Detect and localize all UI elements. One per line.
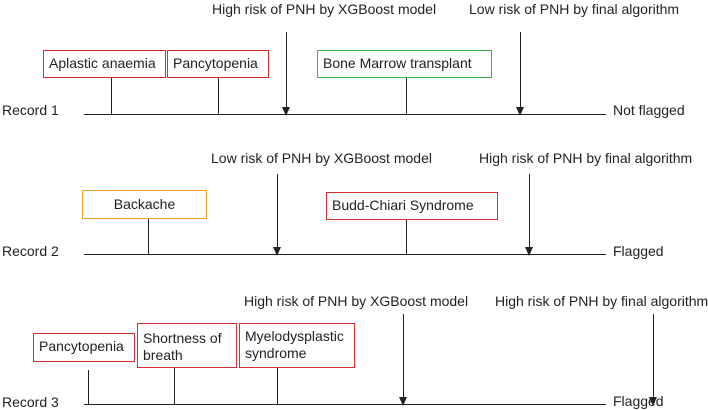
- record-3-xgboost-arrow: [399, 314, 407, 406]
- record-3-event-stem: [277, 368, 278, 404]
- record-1-label: Record 1: [2, 102, 59, 118]
- record-1-event-aplastic-anaemia: Aplastic anaemia: [43, 50, 166, 78]
- record-2-label: Record 2: [2, 243, 59, 259]
- record-1-outcome: Not flagged: [613, 102, 685, 118]
- record-3-label: Record 3: [2, 394, 59, 410]
- record-3-outcome: Flagged: [613, 393, 664, 409]
- record-2-timeline: [84, 254, 606, 255]
- record-3-event-myelodysplastic-syndrome: Myelodysplastic syndrome: [239, 323, 355, 368]
- record-1-xgboost-arrow: [282, 32, 290, 116]
- record-2-event-stem: [406, 220, 407, 254]
- record-2-final-arrow: [525, 174, 533, 256]
- record-3-event-pancytopenia: Pancytopenia: [33, 333, 135, 362]
- record-2-event-stem: [148, 219, 149, 254]
- record-2-xgboost-annotation: Low risk of PNH by XGBoost model: [211, 150, 432, 166]
- record-3-event-stem: [174, 368, 175, 404]
- record-1-event-bone-marrow-transplant: Bone Marrow transplant: [317, 50, 492, 78]
- record-3-event-shortness-of-breath: Shortness of breath: [137, 323, 237, 368]
- record-1-event-stem: [111, 78, 112, 114]
- record-1-event-stem: [218, 78, 219, 114]
- record-3-event-stem: [88, 370, 89, 404]
- record-3-timeline: [84, 404, 606, 405]
- record-2-final-annotation: High risk of PNH by final algorithm: [479, 150, 693, 166]
- record-1-event-stem: [406, 78, 407, 114]
- record-3-final-arrow: [649, 314, 657, 406]
- record-2-event-backache: Backache: [82, 190, 207, 219]
- record-2-outcome: Flagged: [613, 243, 664, 259]
- record-1-xgboost-annotation: High risk of PNH by XGBoost model: [212, 1, 437, 17]
- record-1-final-arrow: [516, 32, 524, 116]
- record-2-xgboost-arrow: [273, 174, 281, 256]
- record-3-final-annotation: High risk of PNH by final algorithm: [495, 293, 708, 309]
- record-2-event-budd-chiari-syndrome: Budd-Chiari Syndrome: [326, 192, 498, 220]
- record-1-final-annotation: Low risk of PNH by final algorithm: [469, 1, 680, 17]
- record-1-timeline: [84, 114, 606, 115]
- record-1-event-pancytopenia: Pancytopenia: [167, 50, 269, 78]
- record-3-xgboost-annotation: High risk of PNH by XGBoost model: [244, 293, 469, 309]
